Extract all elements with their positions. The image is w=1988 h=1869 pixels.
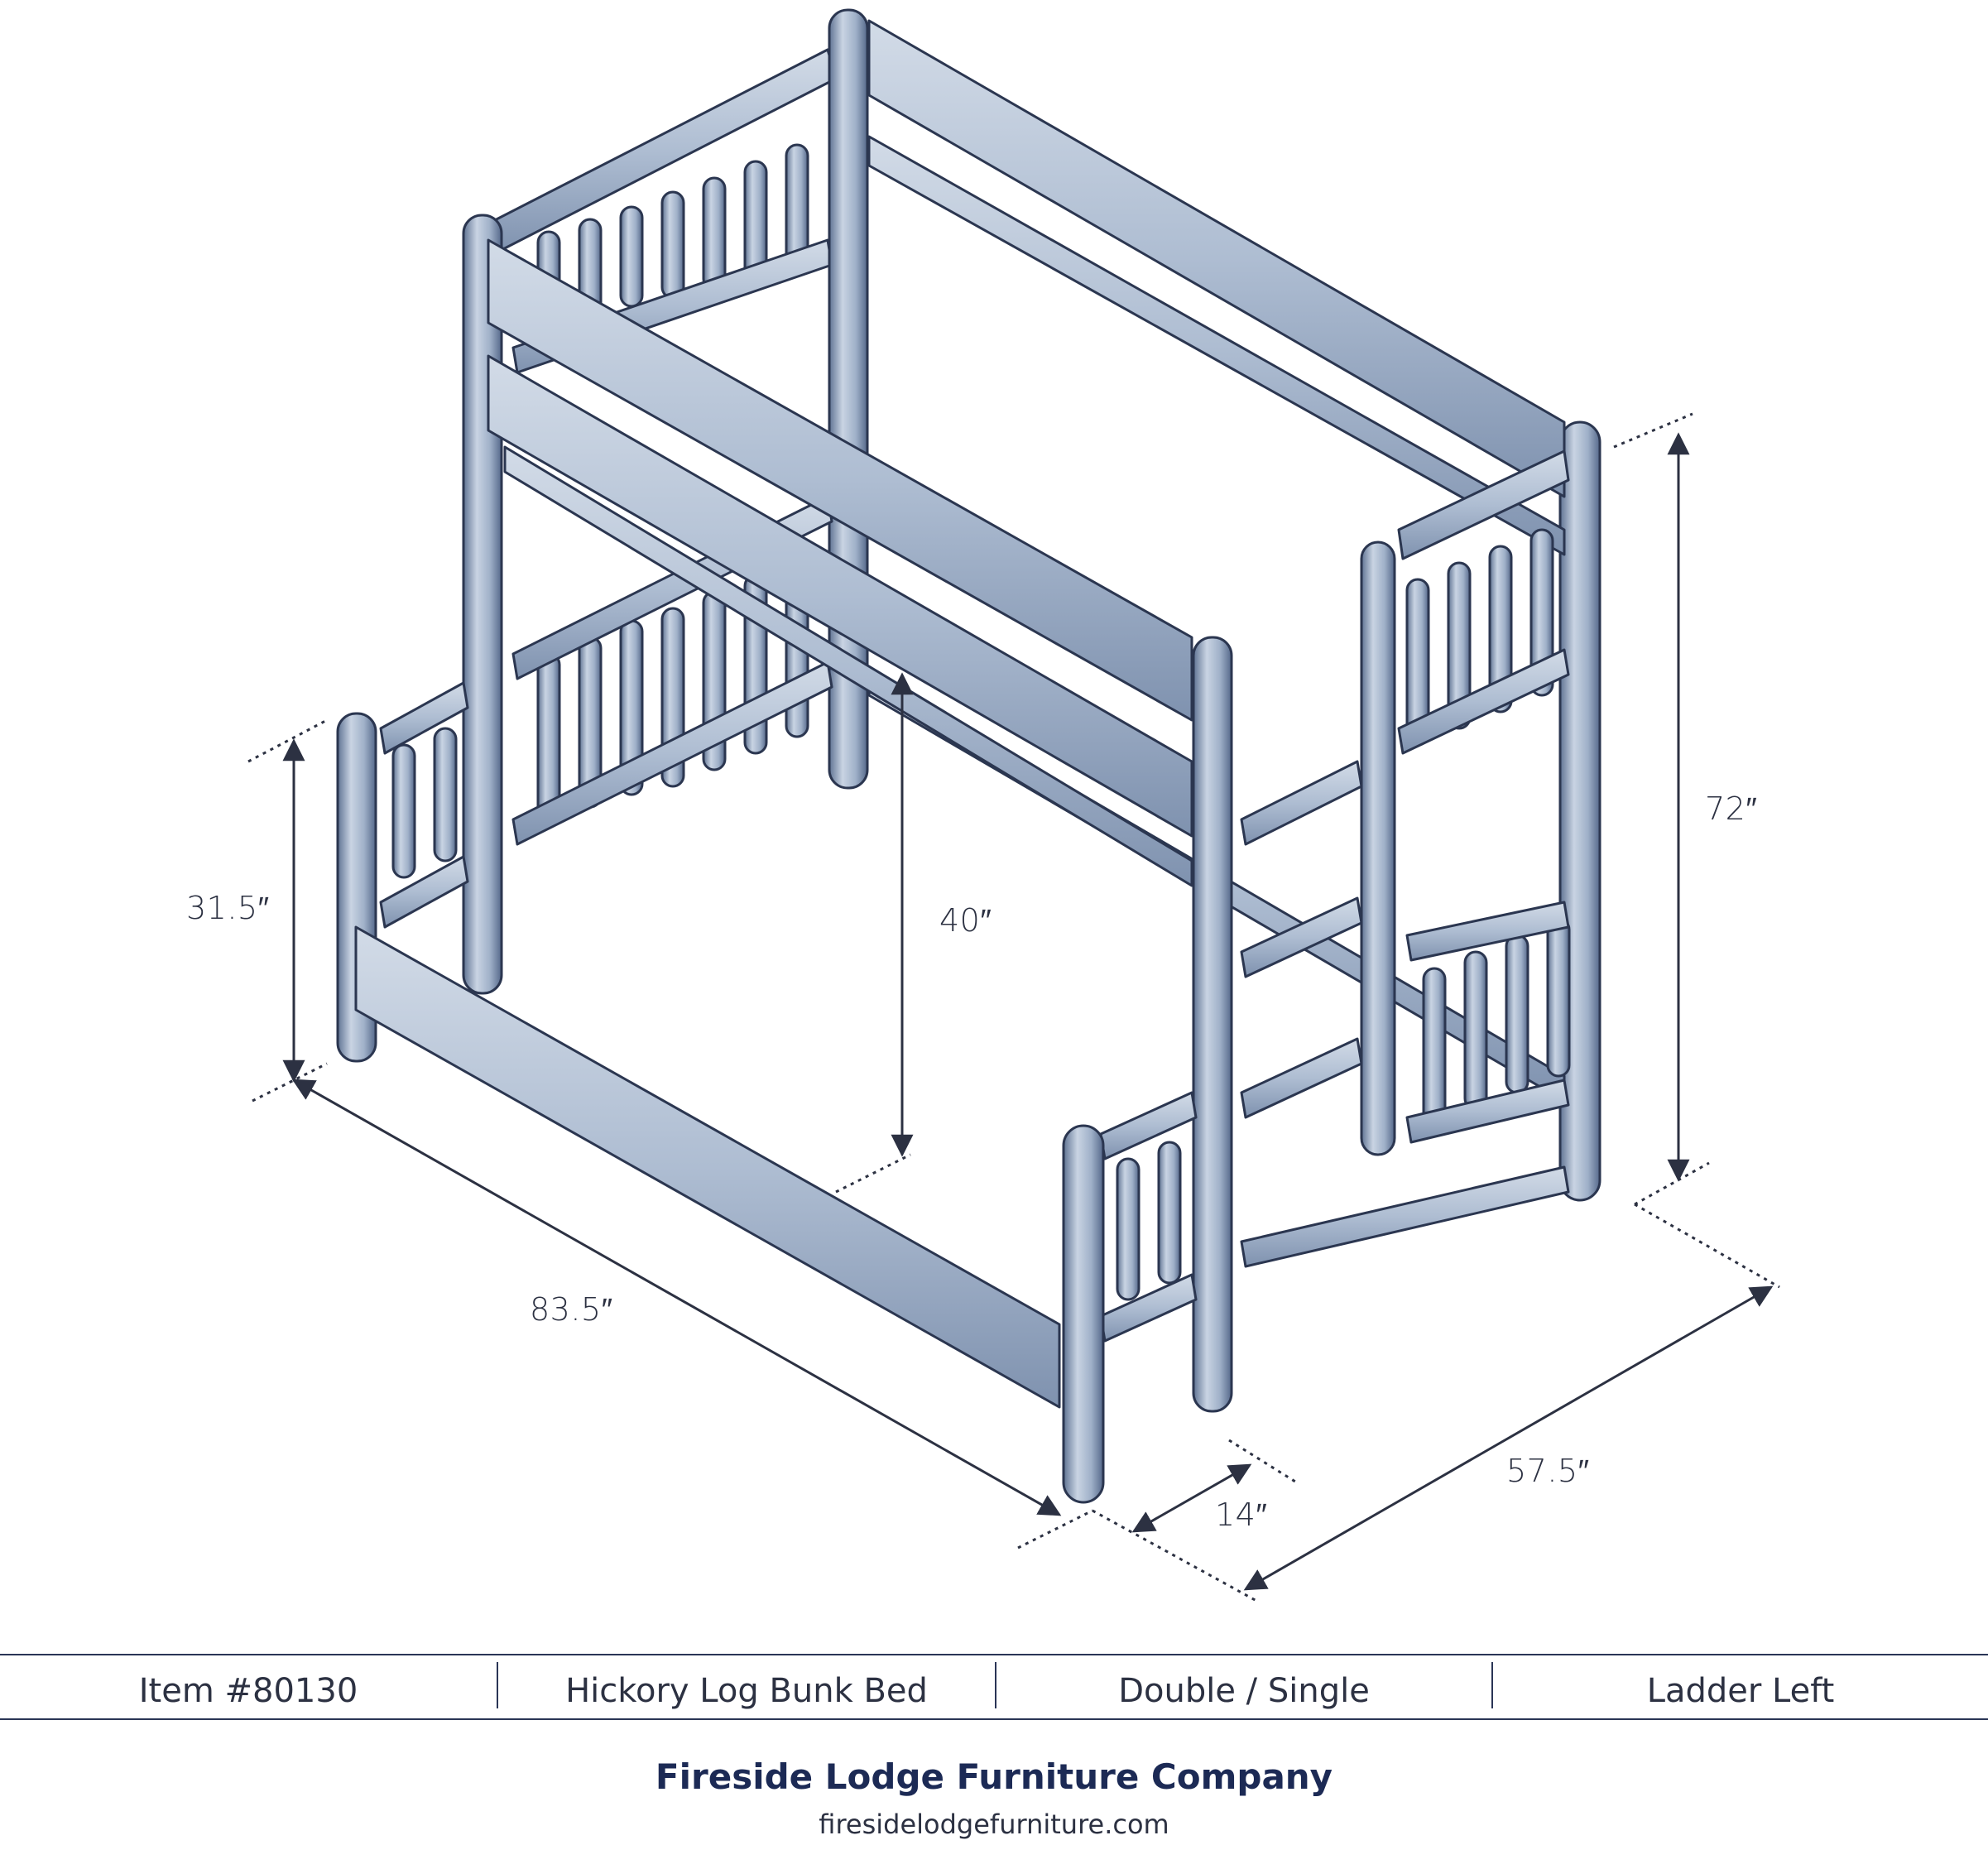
spec-separator xyxy=(497,1662,498,1708)
post-front-left-tall xyxy=(462,214,503,995)
lower-footboard-right xyxy=(1405,901,1571,1144)
spec-bar-bottom-rule xyxy=(0,1718,1988,1720)
lower-footboard-front xyxy=(1062,1091,1198,1504)
upper-back-rail xyxy=(867,19,1566,498)
spec-size: Double / Single xyxy=(1118,1672,1370,1710)
company-website[interactable]: firesidelodgefurniture.com xyxy=(819,1809,1169,1840)
dim-length: 83.5″ xyxy=(530,1291,613,1328)
spec-item-number: Item #80130 xyxy=(138,1672,358,1710)
spec-bar-top-rule xyxy=(0,1654,1988,1655)
ladder-post xyxy=(1360,541,1396,1156)
lower-front-rail xyxy=(354,925,1061,1409)
dim-ladder-depth: 14″ xyxy=(1215,1497,1268,1533)
spec-separator xyxy=(1491,1662,1493,1708)
upper-footboard-right xyxy=(1397,449,1570,755)
upper-guard-rail xyxy=(487,238,1193,722)
post-back-right xyxy=(1558,420,1601,1202)
dim-end-height: 31.5″ xyxy=(186,890,270,926)
dim-height-total: 72″ xyxy=(1705,790,1758,827)
dim-bunk-clearance: 40″ xyxy=(939,902,992,939)
spec-separator xyxy=(995,1662,996,1708)
dim-width: 57.5″ xyxy=(1506,1453,1590,1489)
spec-product-name: Hickory Log Bunk Bed xyxy=(565,1672,928,1710)
spec-ladder-side: Ladder Left xyxy=(1646,1672,1835,1710)
ladder-rungs xyxy=(1240,760,1570,1268)
company-name: Fireside Lodge Furniture Company xyxy=(655,1756,1333,1797)
bunk-bed-illustration xyxy=(247,8,1780,1603)
post-front-right-tall xyxy=(1192,636,1233,1413)
post-footboard-front xyxy=(1062,1124,1105,1504)
